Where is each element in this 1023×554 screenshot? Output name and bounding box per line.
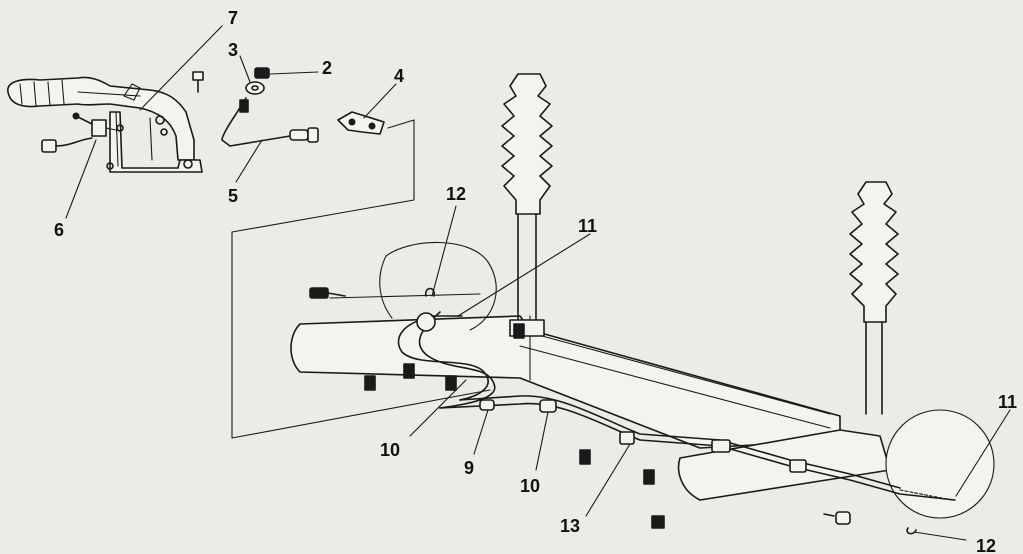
callout-2: 2 xyxy=(322,58,332,78)
callout-labels: 7 3 2 4 5 6 12 11 10 9 10 13 11 12 xyxy=(54,8,1017,554)
callout-12-bottom: 12 xyxy=(976,536,996,554)
leader-lines xyxy=(65,25,1011,541)
right-brake-drum xyxy=(885,409,995,519)
left-shock-absorber xyxy=(501,73,553,337)
washer-part-3 xyxy=(245,81,265,95)
callout-13: 13 xyxy=(560,516,580,536)
callout-11-right: 11 xyxy=(998,392,1017,412)
callout-5: 5 xyxy=(228,186,238,206)
callout-10-left: 10 xyxy=(380,440,400,460)
callout-10-right: 10 xyxy=(520,476,540,496)
clips xyxy=(425,287,917,535)
right-shock-absorber xyxy=(849,181,899,415)
callout-7: 7 xyxy=(228,8,238,28)
callout-11-left: 11 xyxy=(578,216,597,236)
callout-6: 6 xyxy=(54,220,64,240)
floor-outline xyxy=(231,119,491,439)
cable-rod-part-5 xyxy=(221,97,319,147)
callout-4: 4 xyxy=(394,66,404,86)
callout-12-top: 12 xyxy=(446,184,466,204)
callout-3: 3 xyxy=(228,40,238,60)
bracket-part-4 xyxy=(337,111,385,135)
left-brake-drum xyxy=(379,241,497,331)
bolt-top xyxy=(192,71,204,93)
parking-brake-cable xyxy=(397,311,956,501)
callout-9: 9 xyxy=(464,458,474,478)
nut-part-2 xyxy=(254,67,270,79)
bolts xyxy=(309,287,851,529)
switch-assembly xyxy=(41,112,117,153)
brake-lever-assembly xyxy=(7,76,203,173)
